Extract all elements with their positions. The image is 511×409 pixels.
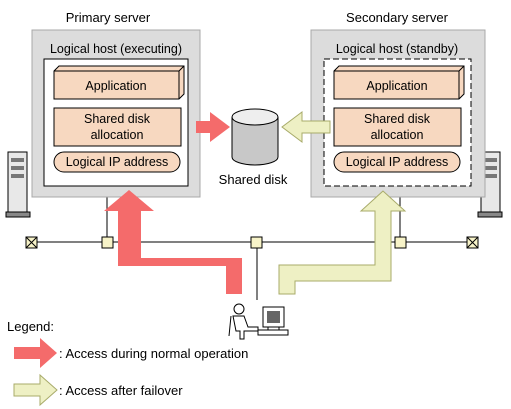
primary-application-block: Application [53,65,185,100]
svg-text:Application: Application [85,79,146,93]
network-terminator-right [466,236,479,249]
network-junction-primary [101,236,114,249]
svg-text:Shared disk: Shared disk [364,112,431,126]
network-junction-client [250,236,263,249]
svg-text:Application: Application [366,79,427,93]
network [25,196,479,300]
legend-normal-label: : Access during normal operation [59,346,248,361]
primary-logical-ip: Logical IP address [53,151,181,173]
secondary-logical-ip: Logical IP address [333,151,461,173]
svg-text:Logical IP address: Logical IP address [346,155,449,169]
primary-server-title: Primary server [66,10,151,25]
secondary-logical-host-label: Logical host (standby) [336,42,458,56]
normal-access-arrow-to-disk [196,112,230,142]
server-tower-icon-left [5,151,31,218]
legend-normal-arrow [14,338,57,368]
secondary-disk-allocation-block: Shared disk allocation [333,107,462,147]
secondary-application-block: Application [333,65,465,100]
primary-server: Logical host (executing) Application Sha… [31,29,201,198]
client-computer-icon [257,306,289,336]
legend-title: Legend: [7,319,54,334]
shared-disk-label: Shared disk [219,172,288,187]
shared-disk-icon [231,108,279,166]
svg-text:allocation: allocation [371,128,424,142]
failover-access-arrow-from-client [278,190,407,295]
legend-failover-arrow [13,373,58,407]
svg-text:Logical IP address: Logical IP address [66,155,169,169]
secondary-server: Logical host (standby) Application Share… [310,29,486,198]
legend-failover-label: : Access after failover [59,383,183,398]
primary-disk-allocation-block: Shared disk allocation [53,107,182,147]
primary-logical-host-label: Logical host (executing) [50,42,182,56]
svg-text:Shared disk: Shared disk [84,112,151,126]
failover-access-arrow-to-disk [281,111,331,143]
network-junction-secondary [394,236,407,249]
normal-access-arrow-from-client [104,190,242,294]
svg-text:allocation: allocation [91,128,144,142]
client-user-icon [228,303,259,340]
network-terminator-left [25,236,38,249]
secondary-server-title: Secondary server [346,10,449,25]
